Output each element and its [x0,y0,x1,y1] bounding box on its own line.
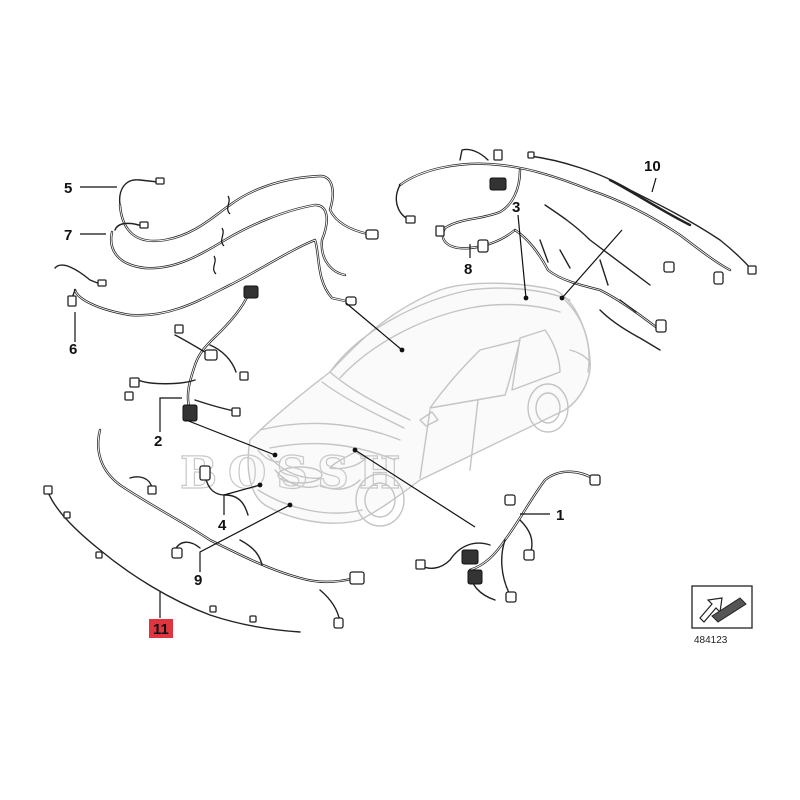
callout-8: 8 [464,261,472,278]
cable-group-9-11 [43,428,365,633]
cable-group-1 [415,470,601,603]
watermark: BOSSH [180,448,411,499]
callout-5: 5 [64,180,72,197]
arrow-symbol-icon [699,597,747,623]
callout-9: 9 [194,572,202,589]
callout-7: 7 [64,227,72,244]
symbol-box: 484123 [691,585,753,646]
callout-labels: 1 2 3 4 5 6 7 8 9 10 11 [64,158,661,638]
callout-11: 11 [153,621,169,638]
cable-group-5-6-7 [54,174,379,317]
car-outline [247,282,591,527]
callout-4: 4 [218,517,227,534]
callout-1: 1 [556,507,564,524]
callout-3: 3 [512,199,520,216]
part-code: 484123 [694,635,728,646]
callout-11-highlight [149,619,173,638]
callout-2: 2 [154,433,162,450]
leader-lines [74,177,657,618]
callout-6: 6 [69,341,77,358]
callout-10: 10 [644,158,661,175]
cable-group-2 [124,285,259,422]
